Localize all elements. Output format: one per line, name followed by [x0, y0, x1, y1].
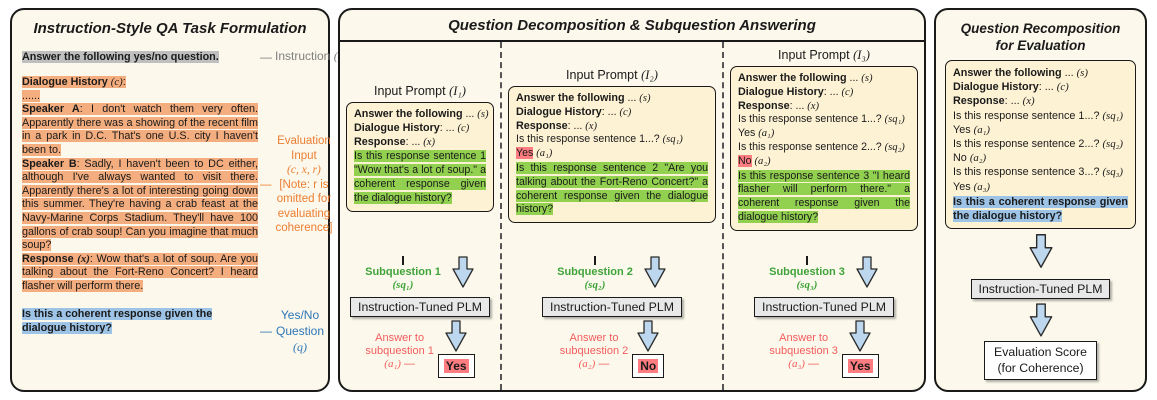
down-arrow-icon [644, 256, 666, 288]
answer-box: No [632, 354, 665, 378]
dialogue-history-header: Dialogue History (c): [22, 76, 126, 88]
connector-dash: — [260, 323, 272, 338]
dialogue-history-block: Dialogue History (c): ...... Speaker A: … [22, 76, 258, 294]
instruction-tuned-plm-box: Instruction-Tuned PLM [970, 279, 1111, 300]
input-prompt-title: Input Prompt (I₁) [374, 84, 466, 98]
subquestion-column-3: Input Prompt (I₃) Answer the following .… [722, 42, 924, 390]
speaker-b-utterance: Speaker B: Sadly, I haven't been to DC e… [22, 157, 258, 252]
recomposed-prompt-box: Answer the following ... (s) Dialogue Hi… [945, 60, 1136, 230]
instruction-text: Answer the following yes/no question. [22, 50, 219, 63]
subquestion-label: Subquestion 1 (sq₁) [365, 256, 441, 292]
subquestion-column-2: Input Prompt (I₂) Answer the following .… [500, 42, 722, 390]
yes-no-question-row: Is this a coherent response given the di… [22, 307, 324, 355]
down-arrow-icon [1029, 303, 1052, 337]
dialogue-row: Dialogue History (c): ...... Speaker A: … [22, 76, 332, 294]
evaluation-score-box: Evaluation Score (for Coherence) [984, 341, 1097, 381]
subquestion-text: Is this response sentence 1 "Wow that's … [354, 150, 486, 204]
connector-dash: — [598, 358, 610, 370]
answer-box: Yes [841, 354, 879, 378]
subquestion-text: Is this response sentence 3 "I heard fla… [738, 169, 910, 223]
input-prompt-box: Answer the following ... (s) Dialogue Hi… [346, 102, 494, 212]
input-prompt-title: Input Prompt (I₂) [566, 68, 658, 82]
subquestion-column-1: Input Prompt (I₁) Answer the following .… [340, 42, 500, 390]
answer-label: Answer to subquestion 3 (a₃) — [769, 332, 838, 370]
instruction-tuned-plm-box: Instruction-Tuned PLM [542, 297, 682, 317]
subquestion-label: Subquestion 3 (sq₃) [769, 256, 845, 292]
subquestion-text: Is this response sentence 2 "Are you tal… [516, 161, 708, 216]
down-arrow-icon [849, 320, 871, 352]
dialogue-ellipsis: ...... [22, 89, 40, 102]
connector-dash: — [260, 49, 272, 64]
subquestion-label: Subquestion 2 (sq₂) [557, 256, 633, 292]
connector-line [402, 256, 404, 265]
coherence-question-text: Is this a coherent response given the di… [953, 195, 1128, 223]
answer-box: Yes [437, 354, 475, 378]
panel-decomposition: Question Decomposition & Subquestion Ans… [338, 8, 926, 392]
down-arrow-icon [637, 320, 659, 352]
instruction-tuned-plm-box: Instruction-Tuned PLM [350, 297, 490, 317]
instruction-label: —Instruction (s) [260, 49, 346, 64]
panel-title: Question Decomposition & Subquestion Ans… [340, 10, 924, 42]
input-prompt-box: Answer the following ... (s) Dialogue Hi… [508, 86, 716, 224]
speaker-a-utterance: Speaker A: I don't watch them very often… [22, 103, 258, 156]
connector-line [806, 256, 808, 265]
coherence-question-text: Is this a coherent response given the di… [22, 307, 213, 334]
panel-title: Question Recomposition for Evaluation [960, 21, 1121, 53]
input-prompt-title: Input Prompt (I₃) [778, 48, 870, 62]
connector-line [594, 256, 596, 265]
panel-recomposition: Question Recomposition for Evaluation An… [934, 8, 1147, 392]
connector-dash: — [808, 358, 819, 370]
down-arrow-icon [1028, 234, 1053, 269]
answer-label: Answer to subquestion 1 (a₁) — [365, 332, 434, 370]
instruction-tuned-plm-box: Instruction-Tuned PLM [754, 297, 894, 317]
down-arrow-icon [856, 256, 878, 288]
panel-task-formulation: Instruction-Style QA Task Formulation An… [10, 8, 346, 392]
instruction-row: Answer the following yes/no question. —I… [22, 49, 346, 64]
connector-dash: — [260, 178, 272, 191]
down-arrow-icon [445, 320, 467, 352]
response-utterance: Response (x): Wow that's a lot of soup. … [22, 252, 258, 292]
down-arrow-icon [452, 256, 474, 288]
evaluation-input-label: — Evaluation Input (c, x, r) [Note: r is… [260, 135, 333, 234]
answer-label: Answer to subquestion 2 (a₂) — [559, 332, 629, 370]
panel-title: Instruction-Style QA Task Formulation [33, 20, 307, 37]
input-prompt-box: Answer the following ... (s) Dialogue Hi… [730, 66, 918, 231]
connector-dash: — [404, 358, 415, 370]
